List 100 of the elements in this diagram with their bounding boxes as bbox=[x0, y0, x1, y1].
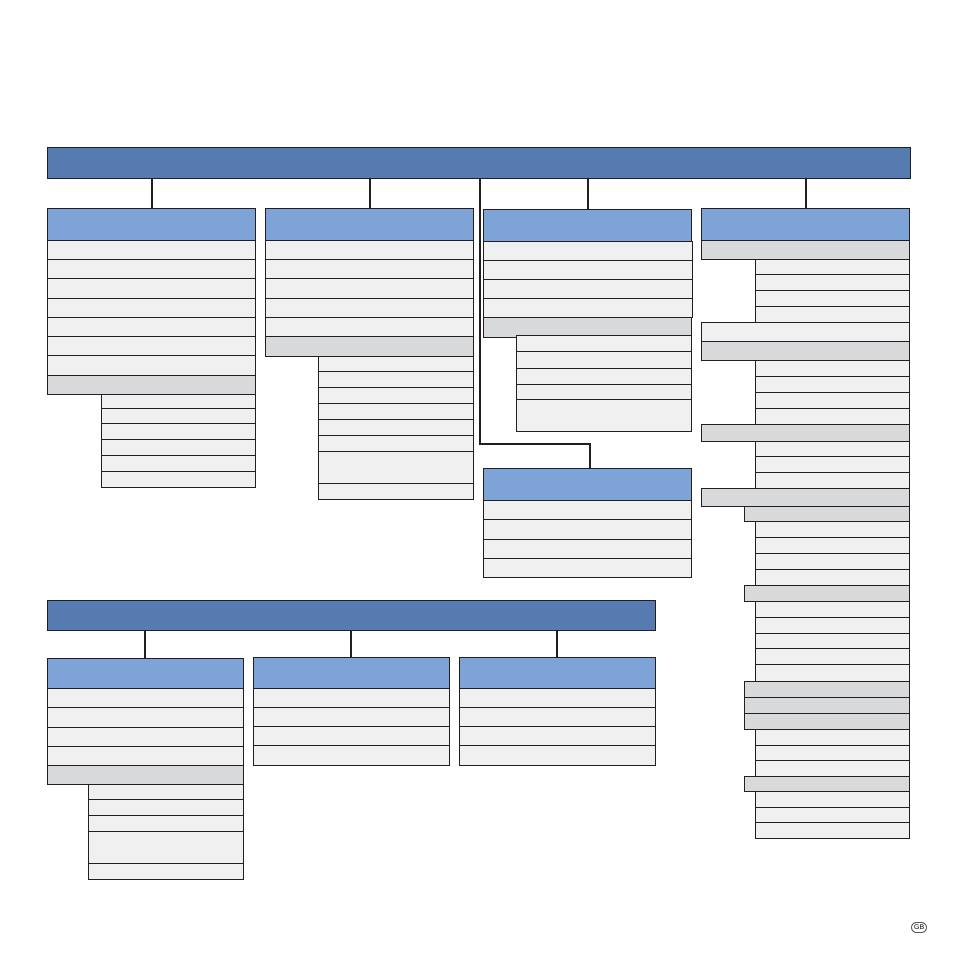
menu-item-box bbox=[101, 455, 256, 472]
menu-item-box bbox=[516, 351, 692, 369]
menu-item-box bbox=[47, 298, 256, 318]
menu-item-box bbox=[253, 688, 450, 708]
menu-item-box bbox=[101, 394, 256, 409]
menu-item-box bbox=[88, 799, 244, 816]
menu-item-box bbox=[318, 371, 474, 388]
menu-item-box bbox=[755, 441, 910, 457]
menu-header-box bbox=[253, 657, 450, 689]
menu-item-box bbox=[47, 688, 244, 708]
menu-item-box bbox=[318, 403, 474, 420]
menu-header-box bbox=[701, 208, 910, 241]
menu-item-box bbox=[47, 259, 256, 279]
connector-line bbox=[479, 179, 591, 468]
menu-item-box bbox=[755, 537, 910, 554]
menu-header-box bbox=[265, 208, 474, 241]
submenu-item-box bbox=[744, 506, 910, 522]
menu-item-box bbox=[755, 521, 910, 538]
connector-line bbox=[369, 179, 371, 208]
submenu-item-box bbox=[744, 697, 910, 714]
menu-header-box bbox=[483, 468, 692, 501]
menu-item-box bbox=[483, 298, 693, 318]
menu-item-box bbox=[265, 317, 474, 337]
menu-item-box bbox=[483, 260, 693, 280]
menu-item-box bbox=[755, 259, 910, 275]
menu-item-box bbox=[516, 368, 692, 385]
menu-item-box bbox=[47, 746, 244, 766]
menu-item-box bbox=[755, 274, 910, 291]
connector-line bbox=[556, 631, 558, 657]
menu-item-box bbox=[483, 519, 692, 540]
menu-item-box bbox=[459, 707, 656, 727]
menu-item-box bbox=[47, 707, 244, 728]
menu-item-box bbox=[483, 500, 692, 520]
menu-item-box bbox=[47, 355, 256, 376]
menu-item-box bbox=[459, 726, 656, 746]
menu-item-box bbox=[318, 435, 474, 452]
connector-line bbox=[350, 631, 352, 657]
menu-item-box bbox=[755, 360, 910, 377]
menu-header-box bbox=[47, 208, 256, 241]
menu-item-box bbox=[755, 601, 910, 618]
menu-item-box bbox=[47, 336, 256, 356]
menu-bar bbox=[47, 147, 911, 179]
submenu-item-box bbox=[701, 341, 910, 361]
menu-item-box bbox=[459, 688, 656, 708]
menu-item-box bbox=[483, 241, 693, 261]
menu-item-box bbox=[265, 259, 474, 279]
menu-item-box bbox=[101, 471, 256, 488]
menu-item-box bbox=[253, 726, 450, 746]
menu-item-box bbox=[318, 419, 474, 436]
menu-item-box bbox=[483, 539, 692, 559]
submenu-item-box bbox=[701, 488, 910, 507]
submenu-item-box bbox=[744, 776, 910, 792]
menu-item-box bbox=[483, 279, 693, 299]
submenu-item-box bbox=[744, 681, 910, 698]
menu-item-box bbox=[318, 451, 474, 484]
submenu-item-box bbox=[744, 713, 910, 730]
menu-item-box bbox=[47, 278, 256, 299]
menu-item-box bbox=[318, 387, 474, 404]
menu-header-box bbox=[459, 657, 656, 689]
menu-item-box bbox=[755, 729, 910, 746]
menu-item-box bbox=[516, 384, 692, 400]
menu-item-box bbox=[755, 791, 910, 808]
menu-item-box bbox=[265, 298, 474, 318]
menu-item-box bbox=[755, 617, 910, 634]
menu-item-box bbox=[755, 472, 910, 489]
menu-item-box bbox=[516, 399, 692, 432]
menu-item-box bbox=[755, 306, 910, 323]
submenu-item-box bbox=[265, 336, 474, 357]
menu-item-box bbox=[755, 822, 910, 839]
menu-item-box bbox=[88, 831, 244, 864]
connector-line bbox=[805, 179, 807, 208]
menu-item-box bbox=[755, 807, 910, 823]
submenu-item-box bbox=[701, 240, 910, 260]
menu-item-box bbox=[88, 863, 244, 880]
menu-item-box bbox=[253, 707, 450, 727]
menu-item-box bbox=[755, 408, 910, 425]
menu-item-box bbox=[47, 727, 244, 747]
menu-item-box bbox=[483, 558, 692, 578]
menu-item-box bbox=[88, 784, 244, 800]
menu-item-box bbox=[516, 335, 692, 352]
menu-item-box bbox=[755, 376, 910, 393]
menu-item-box bbox=[318, 483, 474, 500]
menu-item-box bbox=[88, 815, 244, 832]
menu-item-box bbox=[755, 760, 910, 777]
submenu-item-box bbox=[47, 765, 244, 785]
menu-item-box bbox=[101, 408, 256, 424]
menu-item-box bbox=[755, 633, 910, 649]
menu-item-box bbox=[755, 648, 910, 665]
connector-line bbox=[587, 179, 589, 209]
submenu-item-box bbox=[701, 424, 910, 442]
menu-item-box bbox=[101, 439, 256, 456]
menu-item-box bbox=[755, 456, 910, 473]
menu-item-box bbox=[755, 290, 910, 307]
menu-item-box bbox=[755, 745, 910, 761]
menu-bar bbox=[47, 600, 656, 631]
menu-item-box bbox=[755, 392, 910, 409]
submenu-item-box bbox=[744, 585, 910, 602]
menu-item-box bbox=[459, 745, 656, 766]
menu-item-box bbox=[755, 569, 910, 586]
menu-item-box bbox=[47, 317, 256, 337]
